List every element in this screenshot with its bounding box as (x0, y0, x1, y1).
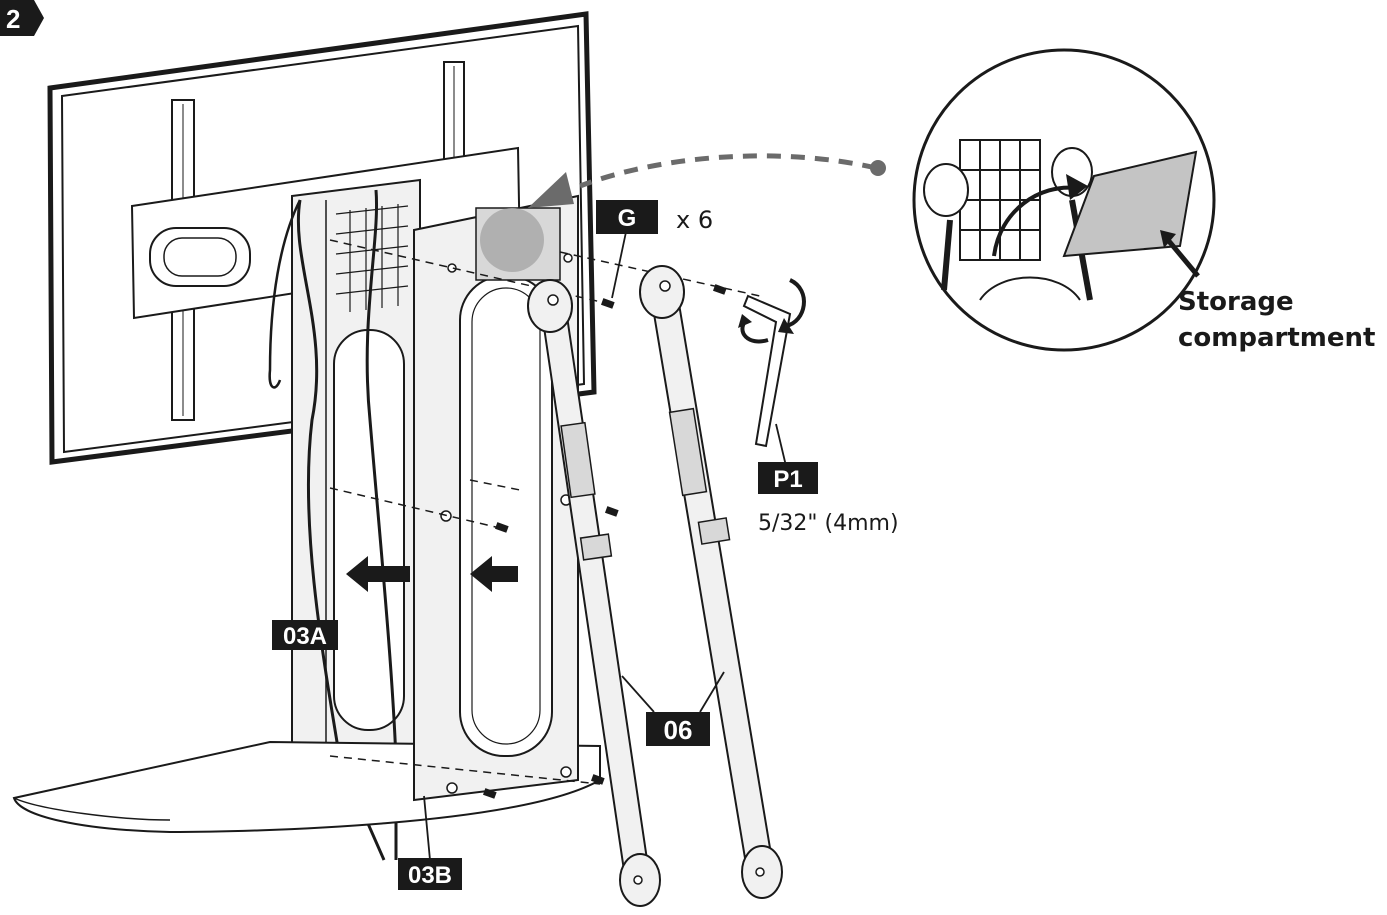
allen-key-icon (738, 278, 806, 448)
storage-door (1062, 150, 1198, 258)
support-arm-06-left (527, 279, 661, 907)
label-03A-text: 03A (283, 623, 327, 650)
step-number: 2 (6, 4, 20, 34)
storage-callout-line1: Storage (1178, 287, 1294, 317)
label-03A: 03A (272, 620, 338, 650)
label-P1-text: P1 (773, 466, 802, 493)
label-P1: P1 (758, 462, 818, 494)
label-06: 06 (646, 712, 710, 746)
screws-G (482, 284, 727, 799)
label-G-qty: x 6 (676, 206, 713, 234)
label-03B: 03B (398, 858, 462, 890)
cover-panel-03B (413, 194, 579, 802)
detail-pointer-arrow (528, 153, 886, 208)
support-arm-06-right (639, 265, 783, 899)
storage-callout-line2: compartment (1178, 323, 1375, 353)
label-G-text: G (618, 205, 637, 232)
label-03B-text: 03B (408, 862, 452, 889)
step-badge: 2 (0, 0, 44, 36)
storage-highlight (480, 208, 544, 272)
detail-magnifier (912, 48, 1216, 352)
push-arrows (346, 556, 518, 592)
label-G: G (596, 200, 658, 234)
label-P1-size: 5/32" (4mm) (758, 511, 899, 536)
label-06-text: 06 (664, 715, 693, 745)
